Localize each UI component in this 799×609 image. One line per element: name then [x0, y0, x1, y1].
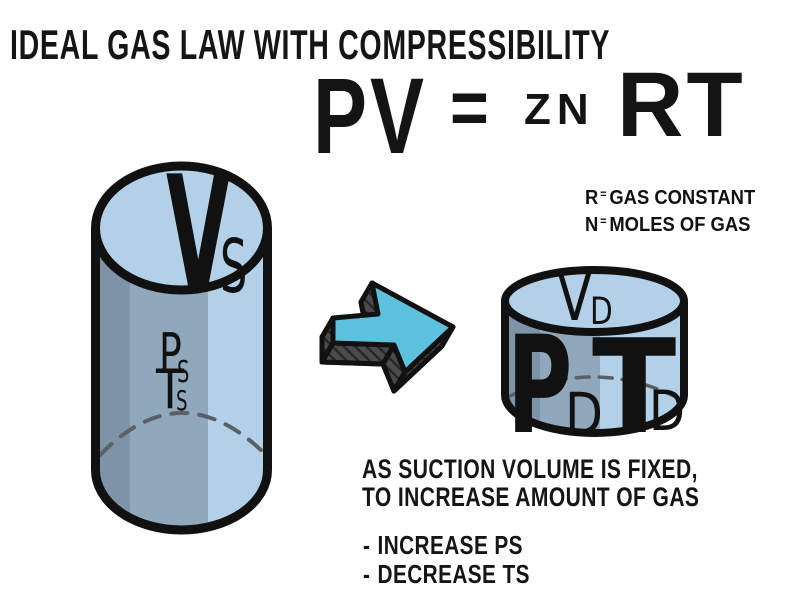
suction-volume-label: V	[166, 143, 231, 329]
discharge-cylinder-outline	[501, 301, 688, 437]
bullet-dash: -	[363, 530, 371, 560]
discharge-cylinder-bottom-dashed-edge	[508, 375, 676, 398]
symbol-definitions: R=GAS CONSTANT N=MOLES OF GAS	[585, 183, 755, 237]
definition-r-equals: =	[600, 187, 607, 201]
explanation-line-1: AS SUCTION VOLUME IS FIXED,	[362, 454, 698, 484]
definition-n-equals: =	[600, 214, 607, 228]
formula-zn: ZN	[524, 85, 595, 134]
suction-temperature-label: T	[155, 357, 184, 421]
definition-r-symbol: R	[585, 187, 599, 209]
explanation-line-2: TO INCREASE AMOUNT OF GAS	[362, 482, 700, 512]
formula-rt: RT	[617, 54, 746, 156]
definition-r: R=GAS CONSTANT	[585, 183, 755, 210]
bullet-label-decrease-ts: DECREASE TS	[377, 559, 530, 589]
page-title: IDEAL GAS LAW WITH COMPRESSIBILITY	[10, 21, 611, 68]
discharge-temperature-label: T	[592, 311, 676, 463]
discharge-cylinder-top	[501, 266, 688, 336]
suction-volume-subscript: S	[220, 225, 247, 311]
definition-n: N=MOLES OF GAS	[585, 210, 755, 237]
definition-n-symbol: N	[585, 214, 599, 236]
explanation-note: AS SUCTION VOLUME IS FIXED, TO INCREASE …	[362, 455, 699, 511]
arrow-illustration	[319, 280, 456, 394]
definition-n-text: MOLES OF GAS	[609, 214, 751, 236]
suction-temperature-subscript: S	[176, 384, 188, 417]
discharge-volume-subscript: D	[590, 290, 613, 333]
suction-cylinder-bottom-dashed-edge	[98, 411, 268, 457]
bullet-label-increase-ps: INCREASE PS	[377, 530, 523, 560]
list-item: -DECREASE TS	[363, 560, 530, 589]
suction-pressure-subscript: S	[177, 355, 189, 389]
suction-pressure-label: P	[159, 322, 182, 385]
definition-r-text: GAS CONSTANT	[609, 187, 756, 209]
suction-cylinder-illustration: V S P S T S	[91, 143, 272, 535]
arrow-front-face	[330, 280, 456, 375]
formula-pv: PV	[313, 55, 428, 176]
discharge-pressure-label: P	[507, 307, 572, 464]
action-list: -INCREASE PS -DECREASE TS	[363, 531, 530, 589]
discharge-pressure-subscript: D	[565, 380, 603, 448]
suction-cylinder-outline	[91, 228, 272, 535]
formula-equals: =	[450, 63, 489, 151]
discharge-cylinder-illustration: V D P D T D	[501, 259, 688, 464]
discharge-temperature-subscript: D	[649, 380, 685, 444]
suction-cylinder-top	[91, 161, 272, 295]
list-item: -INCREASE PS	[363, 531, 530, 560]
discharge-volume-label: V	[557, 259, 592, 336]
bullet-dash: -	[363, 559, 371, 589]
